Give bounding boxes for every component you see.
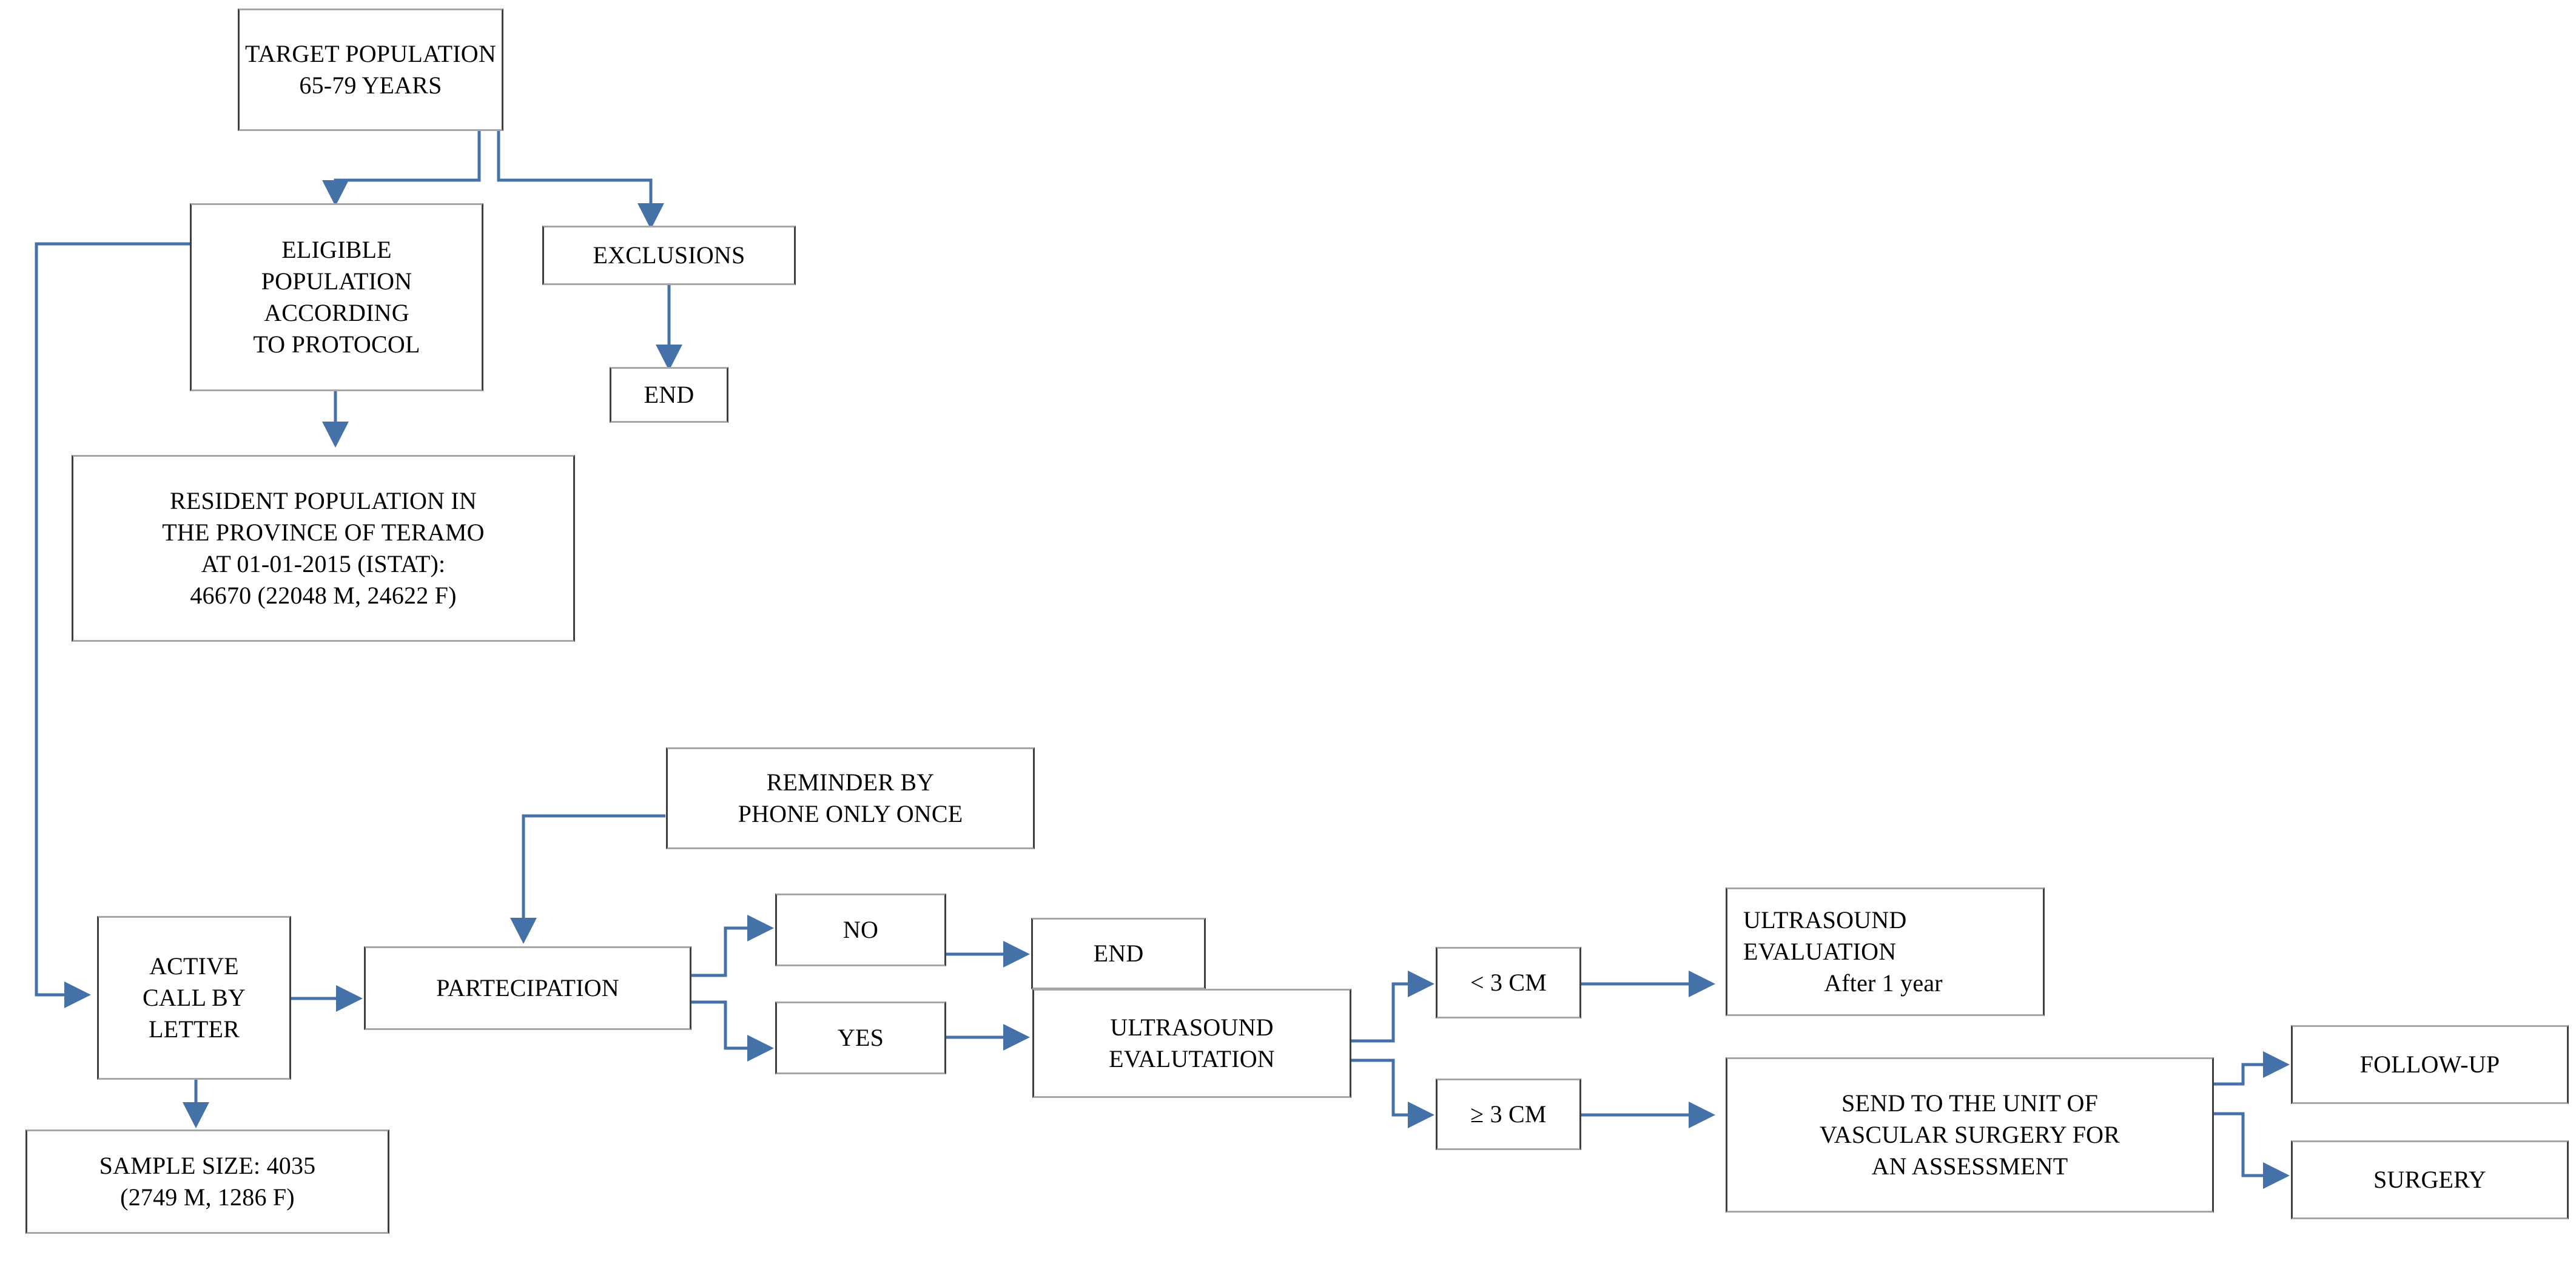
sample-size-box[interactable]: SAMPLE SIZE: 4035 (2749 M, 1286 F) xyxy=(25,1129,389,1234)
exclusions-box[interactable]: EXCLUSIONS xyxy=(542,226,796,285)
edge-vascular-to-surgery xyxy=(2213,1112,2290,1189)
surgery-box[interactable]: SURGERY xyxy=(2291,1140,2569,1219)
eligible-population-line-1: ELIGIBLE xyxy=(281,236,392,263)
size-ge-3cm-label: ≥ 3 CM xyxy=(1470,1100,1547,1128)
surgery-label: SURGERY xyxy=(2373,1166,2486,1193)
eligible-population-line-4: TO PROTOCOL xyxy=(253,331,420,358)
ultrasound-after-1-year-line-2: EVALUATION xyxy=(1743,938,1897,965)
resident-population-line-4: 46670 (22048 M, 24622 F) xyxy=(190,582,457,609)
answer-no-box[interactable]: NO xyxy=(775,894,946,966)
active-call-line-2: CALL BY xyxy=(143,984,246,1011)
follow-up-label: FOLLOW-UP xyxy=(2359,1051,2500,1078)
reminder-line-1: REMINDER BY xyxy=(766,769,935,796)
sample-size-line-1: SAMPLE SIZE: 4035 xyxy=(99,1152,316,1179)
answer-yes-box[interactable]: YES xyxy=(775,1001,946,1074)
eligible-population-line-3: ACCORDING xyxy=(264,299,409,326)
resident-population-box[interactable]: RESIDENT POPULATION IN THE PROVINCE OF T… xyxy=(72,455,575,642)
edge-yes-to-ultrasound xyxy=(946,1024,1030,1051)
active-call-line-3: LETTER xyxy=(148,1015,240,1043)
reminder-by-phone-box[interactable]: REMINDER BY PHONE ONLY ONCE xyxy=(666,747,1035,849)
reminder-line-2: PHONE ONLY ONCE xyxy=(738,800,963,827)
send-to-vascular-line-3: AN ASSESSMENT xyxy=(1871,1153,2068,1180)
ultrasound-evaluation-line-1: ULTRASOUND xyxy=(1110,1014,1274,1041)
size-lt-3cm-label: < 3 CM xyxy=(1470,969,1547,996)
edge-ge3-to-vascular xyxy=(1581,1102,1715,1128)
send-to-vascular-surgery-box[interactable]: SEND TO THE UNIT OF VASCULAR SURGERY FOR… xyxy=(1726,1057,2214,1213)
end-after-no-label: END xyxy=(1093,940,1144,967)
edge-lt3-to-ultrasound-1y xyxy=(1581,971,1715,997)
edge-active-call-to-partecipation xyxy=(291,985,363,1012)
edge-no-to-end xyxy=(946,941,1030,968)
active-call-by-letter-box[interactable]: ACTIVE CALL BY LETTER xyxy=(97,916,291,1080)
edge-ultrasound-to-ge3 xyxy=(1351,1059,1434,1128)
edge-active-call-to-sample-size xyxy=(183,1080,209,1128)
edge-target-to-eligible xyxy=(322,131,481,206)
send-to-vascular-line-1: SEND TO THE UNIT OF xyxy=(1841,1089,2099,1117)
target-population-line-2: 65-79 YEARS xyxy=(299,72,442,99)
edge-vascular-to-follow-up xyxy=(2213,1051,2290,1086)
target-population-box[interactable]: TARGET POPULATION 65-79 YEARS xyxy=(238,8,503,131)
eligible-population-line-2: POPULATION xyxy=(261,268,412,295)
edge-target-to-exclusions xyxy=(497,131,664,229)
resident-population-line-2: THE PROVINCE OF TERAMO xyxy=(162,519,485,546)
edge-partecipation-to-yes xyxy=(691,1000,774,1062)
ultrasound-evaluation-line-2: EVALUTATION xyxy=(1109,1045,1275,1072)
active-call-line-1: ACTIVE xyxy=(149,952,239,980)
partecipation-label: PARTECIPATION xyxy=(436,974,619,1001)
edge-eligible-to-resident xyxy=(322,391,349,448)
end-after-exclusions-box[interactable]: END xyxy=(610,367,728,423)
size-lt-3cm-box[interactable]: < 3 CM xyxy=(1436,947,1581,1018)
answer-no-label: NO xyxy=(842,916,879,943)
target-population-line-1: TARGET POPULATION xyxy=(245,40,496,67)
sample-size-line-2: (2749 M, 1286 F) xyxy=(120,1183,295,1211)
ultrasound-after-1-year-line-3: After 1 year xyxy=(1824,969,1943,997)
resident-population-line-1: RESIDENT POPULATION IN xyxy=(170,487,477,514)
ultrasound-evaluation-box[interactable]: ULTRASOUND EVALUTATION xyxy=(1032,989,1351,1098)
eligible-population-box[interactable]: ELIGIBLE POPULATION ACCORDING TO PROTOCO… xyxy=(190,203,483,391)
edge-partecipation-to-no xyxy=(691,915,774,977)
ultrasound-after-1-year-box[interactable]: ULTRASOUND EVALUATION After 1 year xyxy=(1726,887,2045,1016)
size-ge-3cm-box[interactable]: ≥ 3 CM xyxy=(1436,1079,1581,1150)
end-after-exclusions-label: END xyxy=(644,381,694,408)
answer-yes-label: YES xyxy=(837,1024,884,1051)
partecipation-box[interactable]: PARTECIPATION xyxy=(364,946,691,1030)
edge-exclusions-to-end xyxy=(656,285,682,371)
exclusions-label: EXCLUSIONS xyxy=(593,241,745,269)
resident-population-line-3: AT 01-01-2015 (ISTAT): xyxy=(201,550,446,577)
send-to-vascular-line-2: VASCULAR SURGERY FOR xyxy=(1819,1121,2120,1148)
edge-ultrasound-to-lt3 xyxy=(1351,971,1434,1043)
ultrasound-after-1-year-line-1: ULTRASOUND xyxy=(1743,906,1907,934)
follow-up-box[interactable]: FOLLOW-UP xyxy=(2291,1025,2569,1104)
edge-reminder-to-partecipation xyxy=(510,814,665,944)
end-after-no-box[interactable]: END xyxy=(1031,918,1206,989)
